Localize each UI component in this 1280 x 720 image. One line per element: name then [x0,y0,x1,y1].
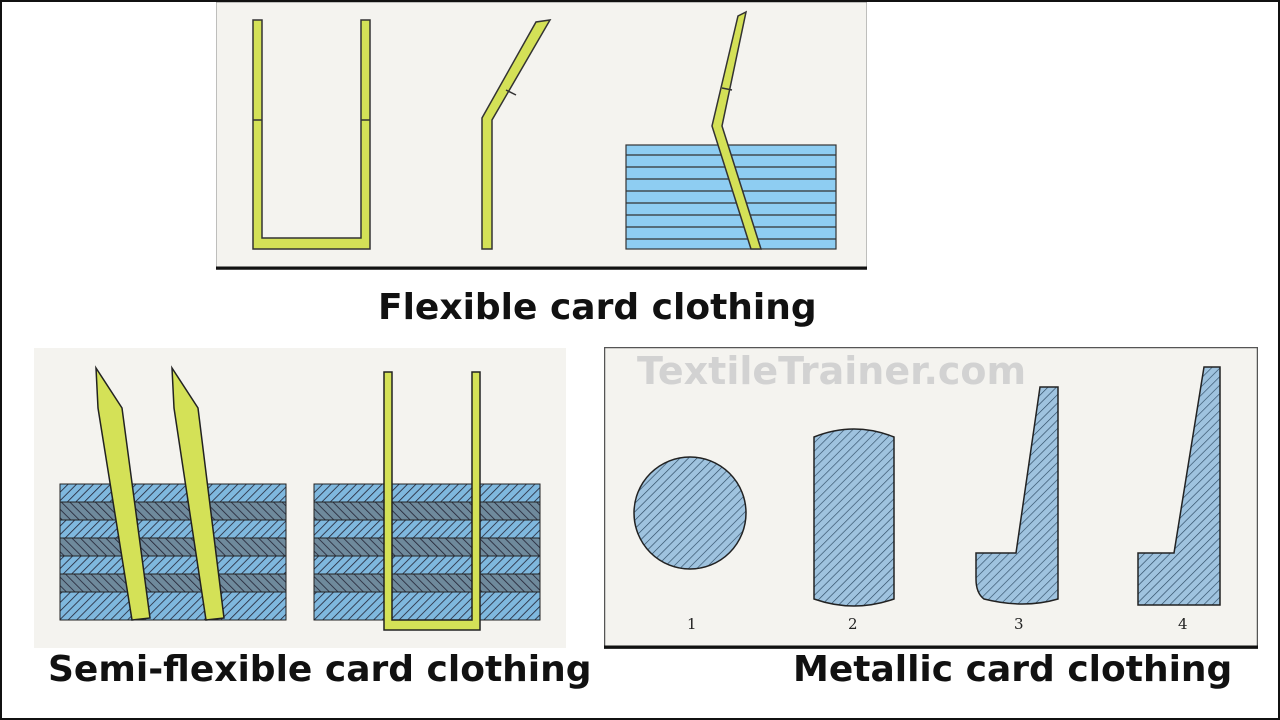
profile-tooth-square [1137,366,1221,606]
bent-leg-wire [481,19,552,250]
inserted-wire [711,10,763,250]
metallic-clothing-diagram: 1 2 3 4 [604,347,1258,649]
profile-rounded-rect [813,428,895,607]
metallic-caption: Metallic card clothing [793,649,1233,690]
semi-flexible-clothing-diagram [34,348,566,648]
profile-tooth-rounded [975,386,1059,605]
profile-number-2: 2 [848,615,858,633]
semi-angled-wire-1 [95,365,151,621]
watermark: TextileTrainer.com [637,349,1027,393]
semi-u-staple [383,371,481,631]
semi-flexible-caption: Semi-flexible card clothing [48,649,592,690]
profile-number-4: 4 [1178,615,1188,633]
semi-angled-wire-2 [171,365,225,621]
u-staple-wire [252,19,371,250]
semi-foundation-left [59,483,287,621]
flexible-caption: Flexible card clothing [378,287,817,328]
profile-round [633,456,747,570]
semi-foundation-right [313,483,541,621]
profile-number-3: 3 [1014,615,1024,633]
flexible-clothing-diagram [216,2,867,270]
profile-number-1: 1 [687,615,697,633]
